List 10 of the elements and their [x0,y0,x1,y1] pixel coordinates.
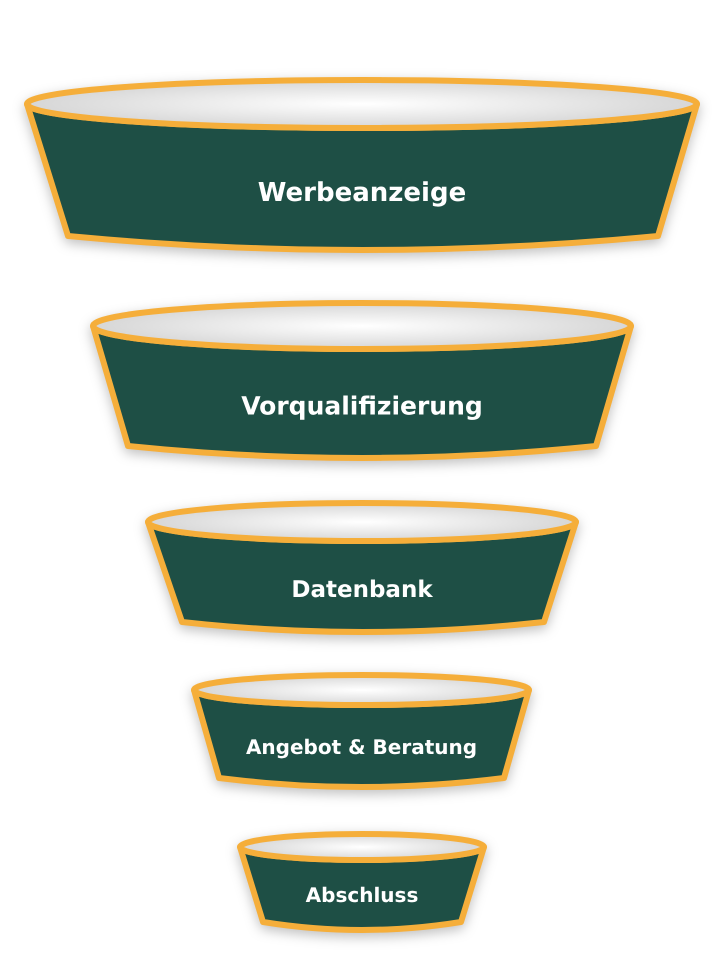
stage-label: Abschluss [306,883,418,907]
stage-label: Vorqualifizierung [241,392,483,420]
funnel-segment [21,74,703,256]
stage-label: Werbeanzeige [258,178,466,208]
stage-label: Angebot & Beratung [246,735,478,759]
funnel-segment [87,297,637,464]
funnel-segment [142,497,582,638]
funnel-segment [188,669,535,793]
stage-label: Datenbank [291,577,433,603]
funnel-segment [234,828,490,936]
